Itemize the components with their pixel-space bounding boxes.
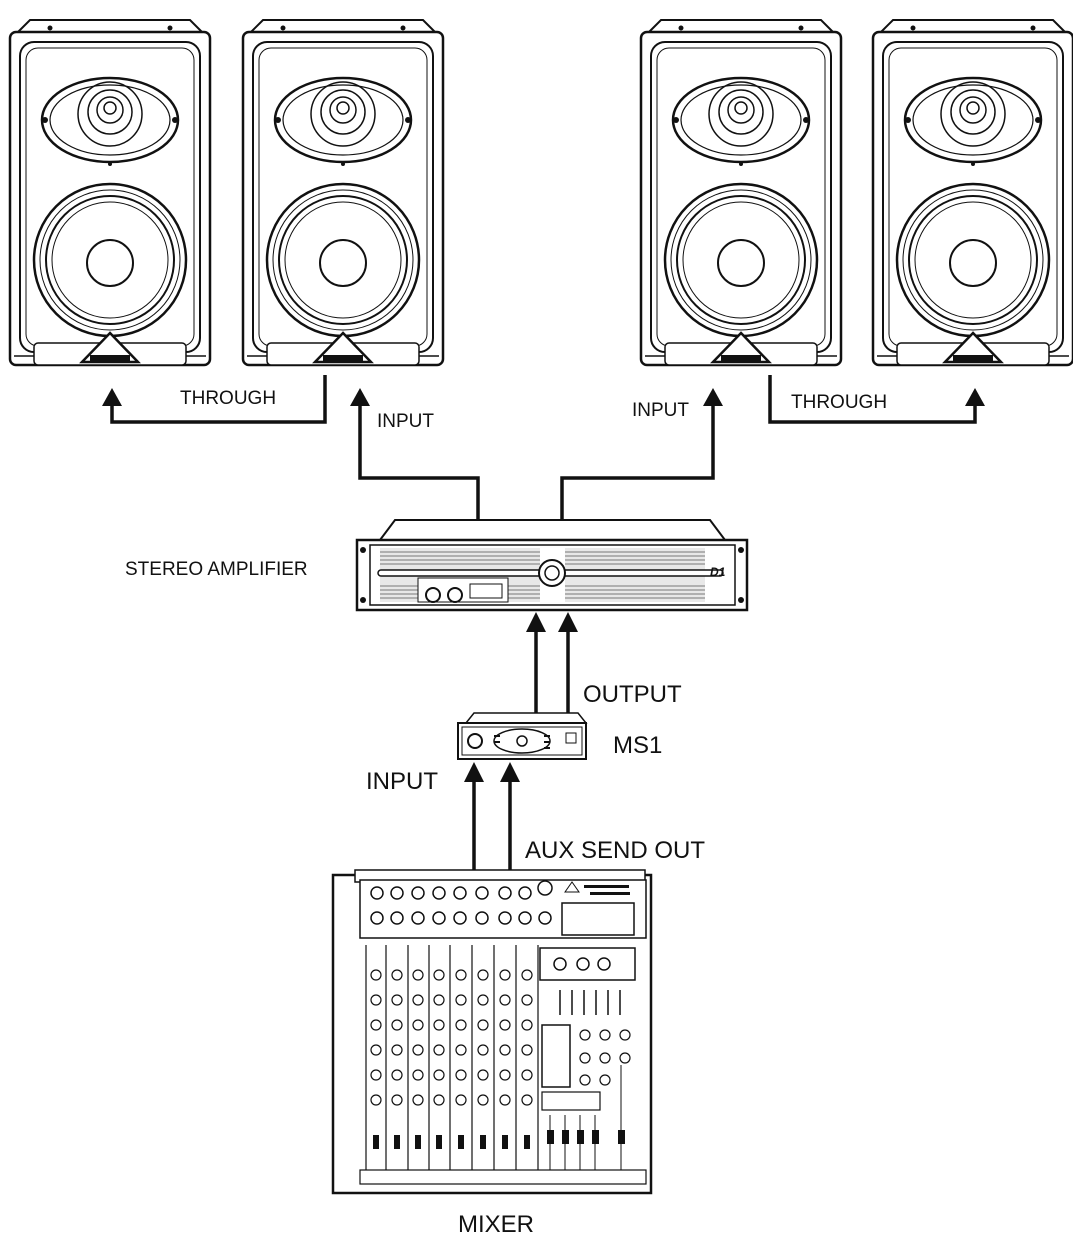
label-aux-send-out: AUX SEND OUT	[525, 837, 705, 864]
label-input-left: INPUT	[377, 411, 434, 432]
amplifier-badge: D1	[710, 565, 726, 579]
label-input-ms1: INPUT	[366, 768, 438, 795]
cable-through-right	[768, 375, 985, 424]
ms1-unit	[457, 712, 588, 760]
label-mixer: MIXER	[458, 1211, 534, 1237]
mixer	[331, 869, 653, 1195]
label-through-right: THROUGH	[791, 392, 887, 413]
label-input-right: INPUT	[632, 400, 689, 421]
speaker-3	[639, 18, 843, 367]
speaker-4	[871, 18, 1073, 367]
label-through-left: THROUGH	[180, 388, 276, 409]
speaker-1	[8, 18, 212, 367]
stereo-amplifier: D1	[355, 519, 749, 612]
cable-output	[526, 612, 578, 715]
cable-input-right	[560, 388, 723, 520]
label-ms1: MS1	[613, 732, 662, 759]
cable-through-left	[102, 375, 327, 424]
speaker-2	[241, 18, 445, 367]
label-stereo-amplifier: STEREO AMPLIFIER	[125, 559, 308, 580]
label-output: OUTPUT	[583, 681, 682, 708]
cable-input-left	[350, 388, 480, 520]
cable-aux-send	[464, 762, 520, 880]
